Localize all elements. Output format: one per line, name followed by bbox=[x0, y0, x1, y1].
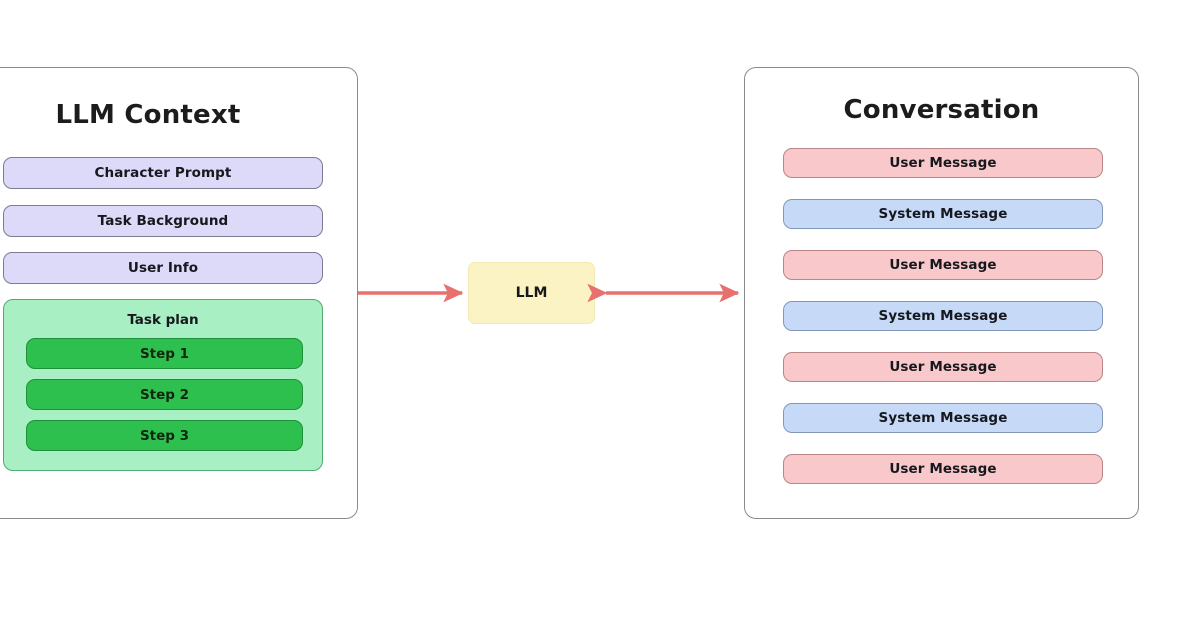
llm-context-panel: LLM Context Character Prompt Task Backgr… bbox=[0, 67, 358, 519]
task-plan-step-2[interactable]: Step 2 bbox=[26, 379, 303, 410]
conversation-message-7[interactable]: User Message bbox=[783, 454, 1103, 484]
task-plan-label: Task plan bbox=[127, 312, 199, 328]
task-plan-step-1[interactable]: Step 1 bbox=[26, 338, 303, 369]
conversation-title: Conversation bbox=[843, 95, 1040, 125]
context-item-user-info[interactable]: User Info bbox=[3, 252, 323, 284]
conversation-message-3[interactable]: User Message bbox=[783, 250, 1103, 280]
conversation-message-5[interactable]: User Message bbox=[783, 352, 1103, 382]
context-item-task-background[interactable]: Task Background bbox=[3, 205, 323, 237]
conversation-message-4[interactable]: System Message bbox=[783, 301, 1103, 331]
task-plan-group: Task plan Step 1 Step 2 Step 3 bbox=[3, 299, 323, 471]
task-plan-step-3[interactable]: Step 3 bbox=[26, 420, 303, 451]
context-item-character-prompt[interactable]: Character Prompt bbox=[3, 157, 323, 189]
conversation-message-2[interactable]: System Message bbox=[783, 199, 1103, 229]
llm-context-title: LLM Context bbox=[55, 100, 241, 130]
llm-node[interactable]: LLM bbox=[468, 262, 595, 324]
conversation-message-1[interactable]: User Message bbox=[783, 148, 1103, 178]
conversation-panel: Conversation User Message System Message… bbox=[744, 67, 1139, 519]
conversation-message-6[interactable]: System Message bbox=[783, 403, 1103, 433]
